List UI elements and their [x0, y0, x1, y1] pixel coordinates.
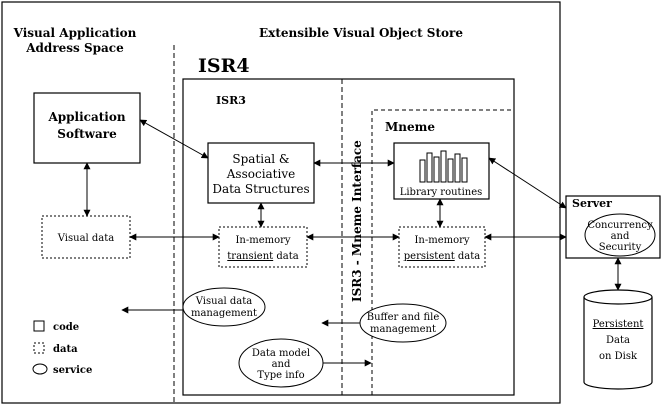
disk-line3: on Disk [599, 351, 638, 362]
library-to-server-arrow [488, 157, 567, 209]
buffer-file-management-service [359, 303, 447, 343]
visual-management-line1: Visual data [195, 296, 253, 307]
spatial-structures-box [207, 142, 315, 204]
connectors [83, 119, 622, 367]
transient-line2: transient data [227, 251, 298, 262]
disk-line2: Data [606, 335, 630, 346]
data-model-line2: and [272, 359, 291, 370]
mneme-interface-label: ISR3 - Mneme Interface [350, 140, 364, 302]
spatial-line3: Data Structures [212, 182, 309, 196]
persistent-underlined-word: persistent [404, 251, 455, 262]
visual-data-management-service [182, 287, 266, 327]
data-model-line3: Type info [257, 370, 304, 381]
transient-rest: data [273, 251, 299, 262]
heading-store: Extensible Visual Object Store [259, 26, 463, 40]
persistent-rest: data [455, 251, 481, 262]
buffer-management-line1: Buffer and file [367, 312, 440, 323]
concurrency-line2: and [611, 231, 630, 242]
transient-underlined-word: transient [227, 251, 273, 262]
legend-service-swatch [32, 363, 48, 375]
persistent-line2: persistent data [404, 251, 481, 262]
concurrency-security-service [584, 213, 656, 257]
visual-data-box [41, 215, 131, 259]
mneme-label: Mneme [385, 120, 435, 134]
legend-service-label: service [53, 365, 92, 376]
application-software-box [33, 92, 141, 164]
visual-management-line2: management [191, 308, 257, 319]
persistent-disk-icon [583, 289, 653, 390]
mneme-region [371, 109, 514, 395]
server-title: Server [572, 197, 612, 210]
spatial-line1: Spatial & [232, 152, 290, 166]
persistent-data-box [398, 226, 486, 268]
application-software-line2: Software [57, 127, 117, 141]
isr3-label: ISR3 [216, 94, 246, 107]
transient-data-box [218, 226, 308, 268]
spatial-line2: Associative [226, 167, 295, 181]
application-software-line1: Application [47, 110, 125, 124]
legend-data-label: data [53, 344, 78, 355]
isr4-label: ISR4 [198, 55, 250, 77]
concurrency-line1: Concurrency [587, 220, 653, 231]
disk-line1: Persistent [593, 319, 644, 330]
app-to-spatial-arrow [139, 119, 209, 159]
concurrency-line3: Security [599, 242, 642, 253]
library-routines-label: Library routines [400, 187, 483, 198]
data-model-line1: Data model [252, 348, 310, 359]
heading-left-line2: Address Space [25, 41, 124, 55]
visual-data-label: Visual data [57, 233, 115, 244]
legend-code-swatch [33, 320, 45, 332]
library-books-icon [419, 150, 468, 183]
transient-line1: In-memory [235, 235, 290, 246]
legend-code-label: code [53, 322, 79, 333]
legend-data-swatch [33, 342, 45, 354]
buffer-management-line2: management [370, 324, 436, 335]
heading-left-line1: Visual Application [13, 26, 137, 40]
persistent-line1: In-memory [414, 235, 469, 246]
